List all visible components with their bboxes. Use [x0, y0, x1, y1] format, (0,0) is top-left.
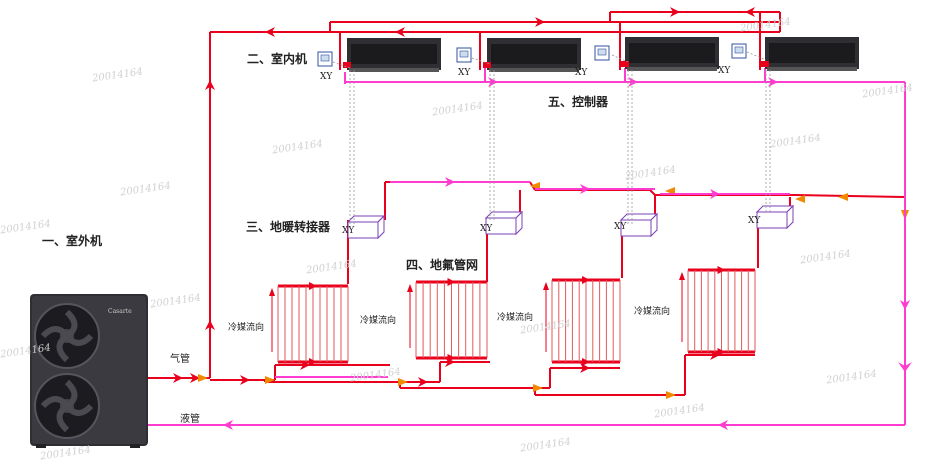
outdoor-unit-label: 一、室外机 — [42, 234, 103, 248]
floor-loop-4 — [679, 266, 756, 356]
flow-label-2: 冷媒流向 — [360, 316, 397, 326]
indoor-unit-1 — [343, 38, 441, 72]
xy-adapter-2: XY — [480, 224, 493, 234]
controller-4 — [731, 43, 747, 59]
flow-label-1: 冷媒流向 — [228, 323, 265, 333]
flow-label-3: 冷媒流向 — [497, 313, 534, 323]
controller-label: 五、控制器 — [548, 95, 609, 109]
floor-loop-1 — [269, 282, 349, 366]
xy-indoor-2: XY — [458, 68, 471, 78]
adapter-3 — [619, 212, 659, 238]
liquid-pipe-label: 液管 — [180, 414, 200, 425]
adapter-4 — [755, 204, 795, 230]
gas-pipe — [148, 11, 906, 396]
liquid-flow-arrows — [223, 77, 912, 430]
adapter-2 — [484, 210, 524, 236]
indoor-unit-3 — [621, 37, 719, 71]
gas-pipe-label: 气管 — [170, 354, 190, 365]
xy-indoor-1: XY — [320, 72, 333, 82]
floor-heating-adapters — [346, 204, 795, 240]
xy-indoor-4: XY — [718, 66, 731, 76]
adapter-label: 三、地暖转接器 — [246, 220, 331, 234]
brand-logo: Casarte — [108, 308, 132, 315]
indoor-units — [317, 37, 859, 72]
xy-indoor-3: XY — [575, 68, 588, 78]
flow-label-4: 冷媒流向 — [634, 307, 671, 317]
xy-adapter-3: XY — [614, 222, 627, 232]
adapter-1 — [346, 214, 386, 240]
liquid-pipe — [148, 68, 906, 426]
floor-pipe-label: 四、地氟管网 — [406, 258, 479, 272]
controller-2 — [456, 47, 472, 63]
xy-adapter-4: XY — [748, 216, 761, 226]
controller-3 — [594, 45, 610, 61]
floor-loop-2 — [407, 278, 488, 362]
outdoor-unit — [30, 294, 148, 448]
xy-adapter-1: XY — [342, 226, 355, 236]
indoor-unit-4 — [761, 37, 859, 71]
control-wires — [332, 51, 771, 225]
controller-1 — [317, 51, 333, 67]
floor-loop-3 — [543, 276, 621, 366]
floor-heating-loops — [269, 266, 756, 366]
indoor-unit-label: 二、室内机 — [247, 52, 308, 66]
indoor-unit-2 — [483, 38, 581, 72]
